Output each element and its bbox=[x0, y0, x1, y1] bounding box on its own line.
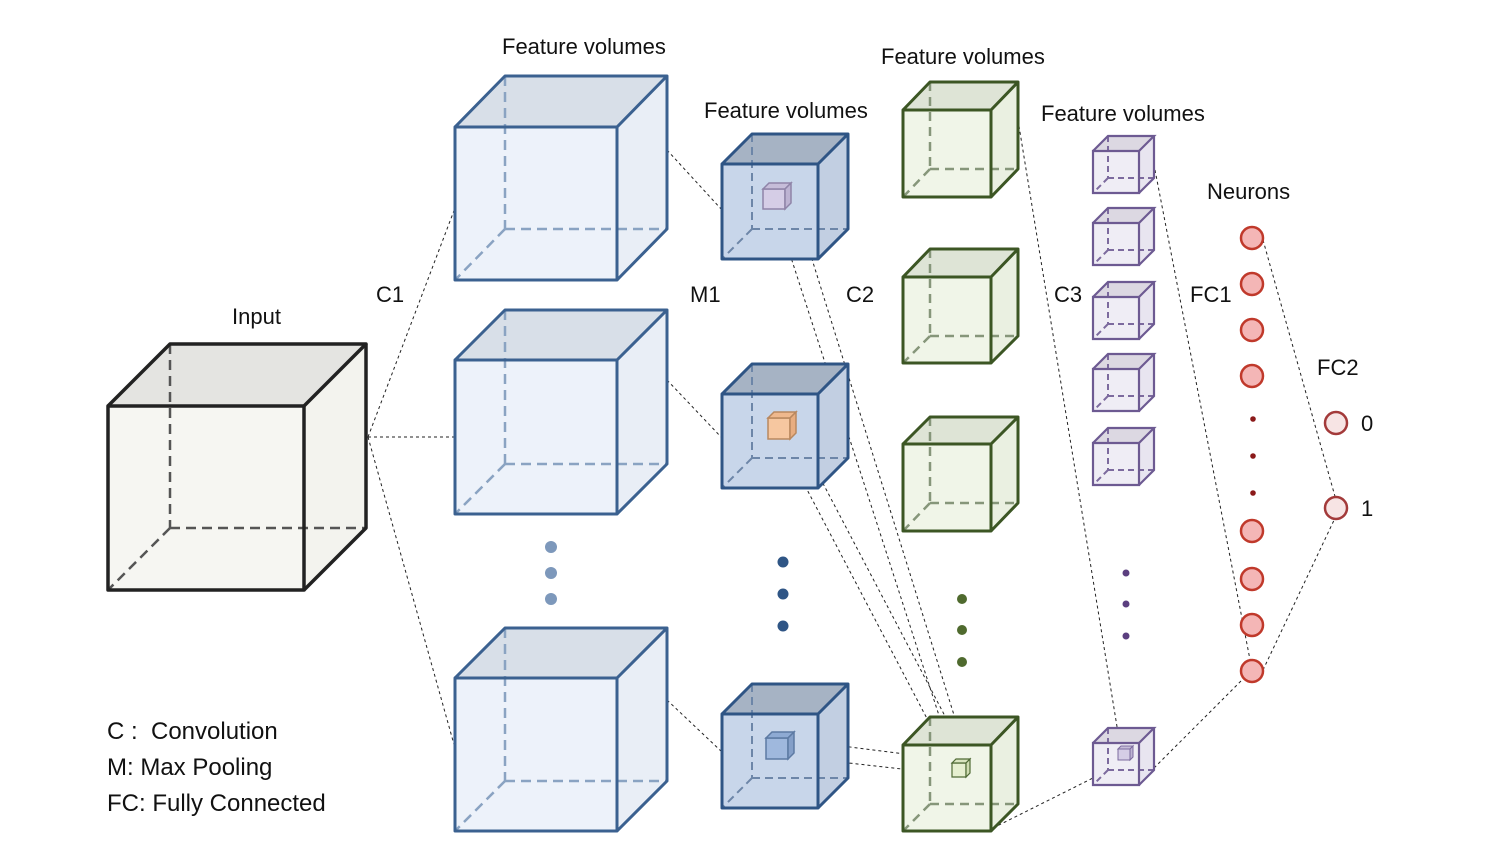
m1-cube-2 bbox=[720, 362, 850, 490]
fc1-ellipsis bbox=[1250, 416, 1256, 496]
m1-ellipsis bbox=[777, 556, 789, 632]
label-c2: C2 bbox=[846, 282, 874, 307]
neuron bbox=[1239, 658, 1265, 684]
c2-kernel bbox=[950, 757, 972, 779]
neuron bbox=[1239, 612, 1265, 638]
label-c3: C3 bbox=[1054, 282, 1082, 307]
c1-ellipsis bbox=[545, 541, 557, 605]
label-feature-volumes-m1: Feature volumes bbox=[704, 98, 868, 123]
label-output-0: 0 bbox=[1361, 411, 1373, 436]
neuron bbox=[1239, 225, 1265, 251]
label-neurons: Neurons bbox=[1207, 179, 1290, 204]
neuron bbox=[1239, 317, 1265, 343]
legend-fully-connected: FC: Fully Connected bbox=[107, 790, 326, 817]
label-feature-volumes-c3: Feature volumes bbox=[1041, 101, 1205, 126]
label-fc1: FC1 bbox=[1190, 282, 1232, 307]
legend-max-pooling: M: Max Pooling bbox=[107, 754, 272, 781]
c1-cube-1 bbox=[453, 74, 669, 282]
c3-ellipsis bbox=[1122, 569, 1130, 640]
fc2-outputs bbox=[1323, 410, 1349, 521]
m1-kernel-3 bbox=[764, 730, 796, 761]
c1-cube-3 bbox=[453, 626, 669, 833]
neuron bbox=[1239, 271, 1265, 297]
neuron bbox=[1239, 363, 1265, 389]
label-feature-volumes-c2: Feature volumes bbox=[881, 44, 1045, 69]
c3-cube-3 bbox=[1091, 280, 1157, 341]
c3-cube-2 bbox=[1091, 206, 1157, 267]
c2-cube-1 bbox=[901, 80, 1020, 199]
c3-cube-1 bbox=[1091, 134, 1157, 195]
c3-cube-5 bbox=[1091, 426, 1157, 487]
m1-cube-1 bbox=[720, 132, 850, 261]
m1-kernel-2 bbox=[766, 410, 798, 441]
output-neuron-0 bbox=[1323, 410, 1349, 436]
c3-cubes bbox=[1091, 134, 1157, 787]
neuron bbox=[1239, 518, 1265, 544]
output-neuron-1 bbox=[1323, 495, 1349, 521]
m1-kernel-1 bbox=[761, 181, 793, 211]
c1-cube-2 bbox=[453, 308, 669, 516]
label-c1: C1 bbox=[376, 282, 404, 307]
labels: Input Feature volumes Feature volumes Fe… bbox=[232, 34, 1373, 521]
connection-lines bbox=[367, 119, 1337, 829]
c3-kernel bbox=[1116, 744, 1135, 762]
neuron bbox=[1239, 566, 1265, 592]
c2-cube-2 bbox=[901, 247, 1020, 365]
c3-cube-6 bbox=[1091, 726, 1157, 787]
fc1-neurons bbox=[1239, 225, 1265, 684]
label-output-1: 1 bbox=[1361, 496, 1373, 521]
c2-ellipsis bbox=[957, 594, 967, 667]
c3-cube-4 bbox=[1091, 352, 1157, 413]
label-feature-volumes-c1: Feature volumes bbox=[502, 34, 666, 59]
legend: C : Convolution M: Max Pooling FC: Fully… bbox=[107, 718, 326, 817]
m1-cube-3 bbox=[720, 682, 850, 810]
label-input: Input bbox=[232, 304, 281, 329]
label-m1: M1 bbox=[690, 282, 721, 307]
c2-cube-4 bbox=[901, 715, 1020, 833]
legend-convolution: C : Convolution bbox=[107, 718, 278, 745]
input-cube bbox=[106, 342, 368, 592]
label-fc2: FC2 bbox=[1317, 355, 1359, 380]
c2-cube-3 bbox=[901, 415, 1020, 533]
